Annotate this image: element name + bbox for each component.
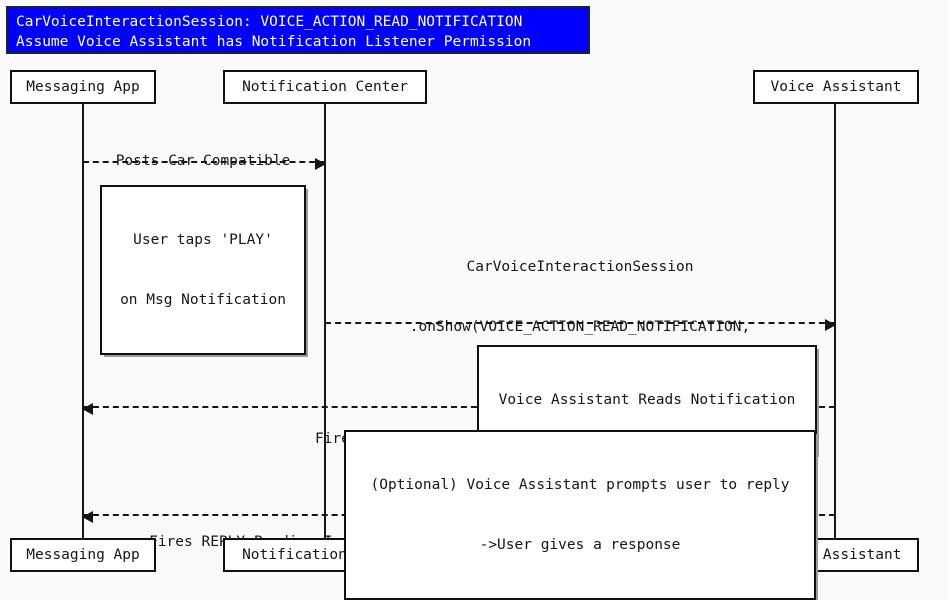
note-optional-reply-prompt: (Optional) Voice Assistant prompts user … bbox=[344, 430, 816, 600]
note-optional-reply-prompt-line-2: ->User gives a response bbox=[479, 537, 681, 553]
message-label-on-show-line-2: .onShow(VOICE_ACTION_READ_NOTIFICATION, bbox=[409, 319, 751, 335]
note-user-taps-play-line-2: on Msg Notification bbox=[120, 292, 286, 308]
message-arrow-on-show[interactable] bbox=[325, 319, 836, 331]
diagram-title-line-2: Assume Voice Assistant has Notification … bbox=[16, 34, 532, 50]
arrowhead-left-icon bbox=[82, 403, 93, 415]
note-user-taps-play: User taps 'PLAY' on Msg Notification bbox=[100, 185, 306, 355]
arrowhead-left-icon bbox=[82, 511, 93, 523]
message-label-post-notification-line-1: Posts Car Compatible bbox=[115, 153, 291, 169]
participant-messaging-app-top[interactable]: Messaging App bbox=[10, 70, 156, 104]
note-user-taps-play-line-1: User taps 'PLAY' bbox=[133, 232, 273, 248]
message-arrow-post-notification[interactable] bbox=[83, 158, 326, 170]
message-label-on-show-line-1: CarVoiceInteractionSession bbox=[466, 259, 694, 275]
arrowhead-right-icon bbox=[315, 158, 326, 170]
note-optional-reply-prompt-line-1: (Optional) Voice Assistant prompts user … bbox=[370, 477, 790, 493]
arrowhead-right-icon bbox=[825, 319, 836, 331]
note-assistant-reads-line-1: Voice Assistant Reads Notification bbox=[498, 392, 796, 408]
lifeline-notification-center bbox=[324, 104, 326, 538]
participant-notification-center-top[interactable]: Notification Center bbox=[223, 70, 427, 104]
message-arrow-mark-as-read[interactable] bbox=[82, 403, 835, 415]
participant-messaging-app-bottom[interactable]: Messaging App bbox=[10, 538, 156, 572]
diagram-title-line-1: CarVoiceInteractionSession: VOICE_ACTION… bbox=[16, 14, 523, 30]
participant-voice-assistant-top[interactable]: Voice Assistant bbox=[753, 70, 919, 104]
diagram-title-banner: CarVoiceInteractionSession: VOICE_ACTION… bbox=[6, 6, 590, 54]
lifeline-messaging-app bbox=[82, 104, 84, 538]
